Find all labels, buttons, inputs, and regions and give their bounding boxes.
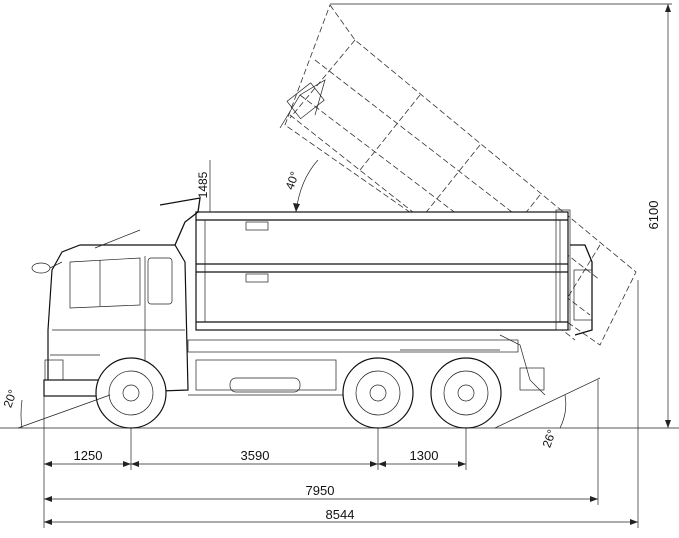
axle-spacing-label: 1300 xyxy=(410,448,439,463)
departure-angle: 26° xyxy=(494,377,601,450)
lift-height-dimension: 1485 xyxy=(196,160,215,213)
lift-height-label: 1485 xyxy=(196,171,210,198)
rear-wheel-2 xyxy=(430,357,502,429)
departure-angle-label: 26° xyxy=(540,428,559,450)
total-length-label: 7950 xyxy=(306,483,335,498)
truck-cab xyxy=(31,197,201,397)
dump-body xyxy=(195,209,593,336)
tipping-angle: 40° xyxy=(283,159,319,213)
height-label: 6100 xyxy=(646,201,661,230)
overall-length-label: 8544 xyxy=(326,507,355,522)
approach-angle: 20° xyxy=(1,388,111,429)
front-overhang-label: 1250 xyxy=(74,448,103,463)
front-wheel xyxy=(95,357,167,429)
chassis-frame xyxy=(187,334,546,396)
tipping-angle-label: 40° xyxy=(283,170,302,192)
rear-wheel-1 xyxy=(342,357,414,429)
wheelbase-label: 3590 xyxy=(241,448,270,463)
approach-angle-label: 20° xyxy=(1,388,20,410)
height-dimension: 6100 xyxy=(330,3,672,428)
length-dimensions: 1250 3590 1300 7950 8544 xyxy=(43,280,639,528)
